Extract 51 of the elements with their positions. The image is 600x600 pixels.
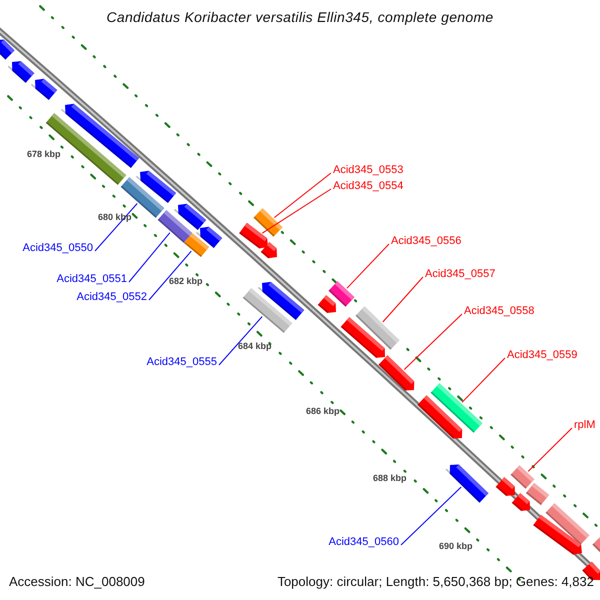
gene-segment — [512, 493, 530, 511]
leader-line — [404, 314, 462, 370]
gene-segment — [418, 395, 462, 439]
leader-line — [382, 276, 424, 322]
gene-label: rplM — [574, 419, 596, 432]
scale-label: 686 kbp — [306, 406, 340, 416]
gene-label: Acid345_0551 — [56, 273, 127, 286]
scale-label: 690 kbp — [439, 541, 473, 551]
gene-label: Acid345_0556 — [391, 235, 462, 248]
scale-label: 684 kbp — [238, 341, 272, 351]
gene-segment — [446, 464, 488, 503]
gene-segment — [592, 535, 600, 553]
gene-segment — [46, 113, 126, 185]
gene-label: Acid345_0554 — [333, 180, 404, 193]
leader-line — [400, 486, 462, 546]
gene-segment — [378, 355, 414, 390]
gene-segment — [340, 317, 385, 358]
gene-segment — [533, 514, 582, 555]
gene-segment — [158, 210, 192, 243]
leader-line — [218, 316, 263, 366]
gene-segment — [8, 61, 34, 83]
gene-label: Acid345_0557 — [425, 268, 496, 281]
gene-label: Acid345_0558 — [464, 305, 534, 318]
gene-segment — [239, 222, 268, 248]
gene-segment — [510, 465, 534, 489]
leader-line — [148, 250, 192, 300]
leader-line — [528, 428, 572, 472]
gene-label: Acid345_0560 — [328, 536, 399, 549]
gene-label: Acid345_0552 — [76, 291, 147, 304]
gene-label: Acid345_0553 — [333, 164, 404, 177]
leader-line — [346, 244, 390, 289]
gene-segment — [184, 233, 210, 257]
leader-line — [274, 172, 332, 218]
leader-line — [262, 188, 332, 234]
gene-label: Acid345_0559 — [507, 349, 578, 362]
gene-label: Acid345_0555 — [146, 356, 217, 369]
gene-segment — [242, 288, 292, 333]
gene-segment — [318, 295, 336, 313]
title: Candidatus Koribacter versatilis Ellin345, complete genome — [105, 9, 495, 25]
gene-segment — [260, 242, 277, 258]
scale-label: 688 kbp — [373, 473, 407, 483]
scale-label: 678 kbp — [27, 149, 61, 159]
gene-segment — [30, 78, 58, 100]
gene-segment — [496, 477, 515, 496]
gene-label: Acid345_0550 — [22, 242, 93, 255]
leader-line — [462, 358, 506, 403]
footer-text: Topology: circular; Length: 5,650,368 bp; Genes: 4,832 — [277, 574, 594, 589]
gene-segment — [0, 40, 15, 60]
gene-segment — [526, 482, 550, 506]
scale-label: 682 kbp — [169, 276, 203, 286]
footer-text: Accession: NC_008009 — [9, 574, 145, 589]
